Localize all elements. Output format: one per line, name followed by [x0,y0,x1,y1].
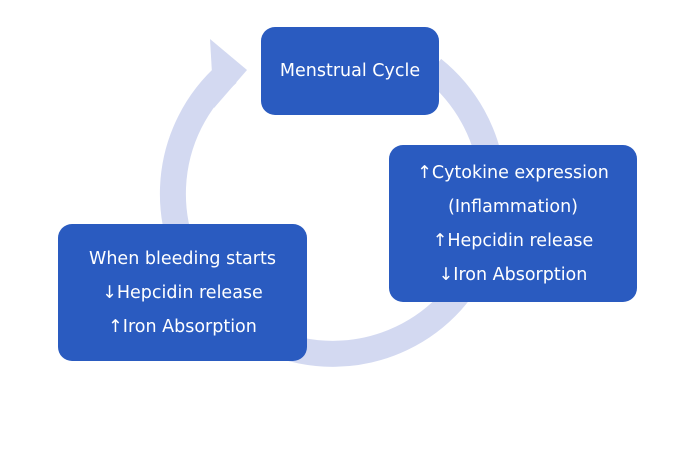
node-inflammation-phase: ↑Cytokine expression (Inflammation) ↑Hep… [389,145,637,302]
node-text-line: When bleeding starts [89,248,276,269]
node-text-line: ↑Hepcidin release [432,230,594,251]
node-text-line: ↑Iron Absorption [108,316,257,337]
node-text-line: (Inflammation) [448,196,578,217]
node-text-line: ↓Hepcidin release [102,282,263,303]
node-text-line: ↓Iron Absorption [438,264,588,285]
node-text-line: Menstrual Cycle [279,61,421,81]
node-bleeding-phase: When bleeding starts ↓Hepcidin release ↑… [58,224,307,361]
node-menstrual-cycle: Menstrual Cycle [261,27,439,115]
node-text-line: ↑Cytokine expression [417,162,609,183]
cycle-arrowhead [210,39,247,108]
